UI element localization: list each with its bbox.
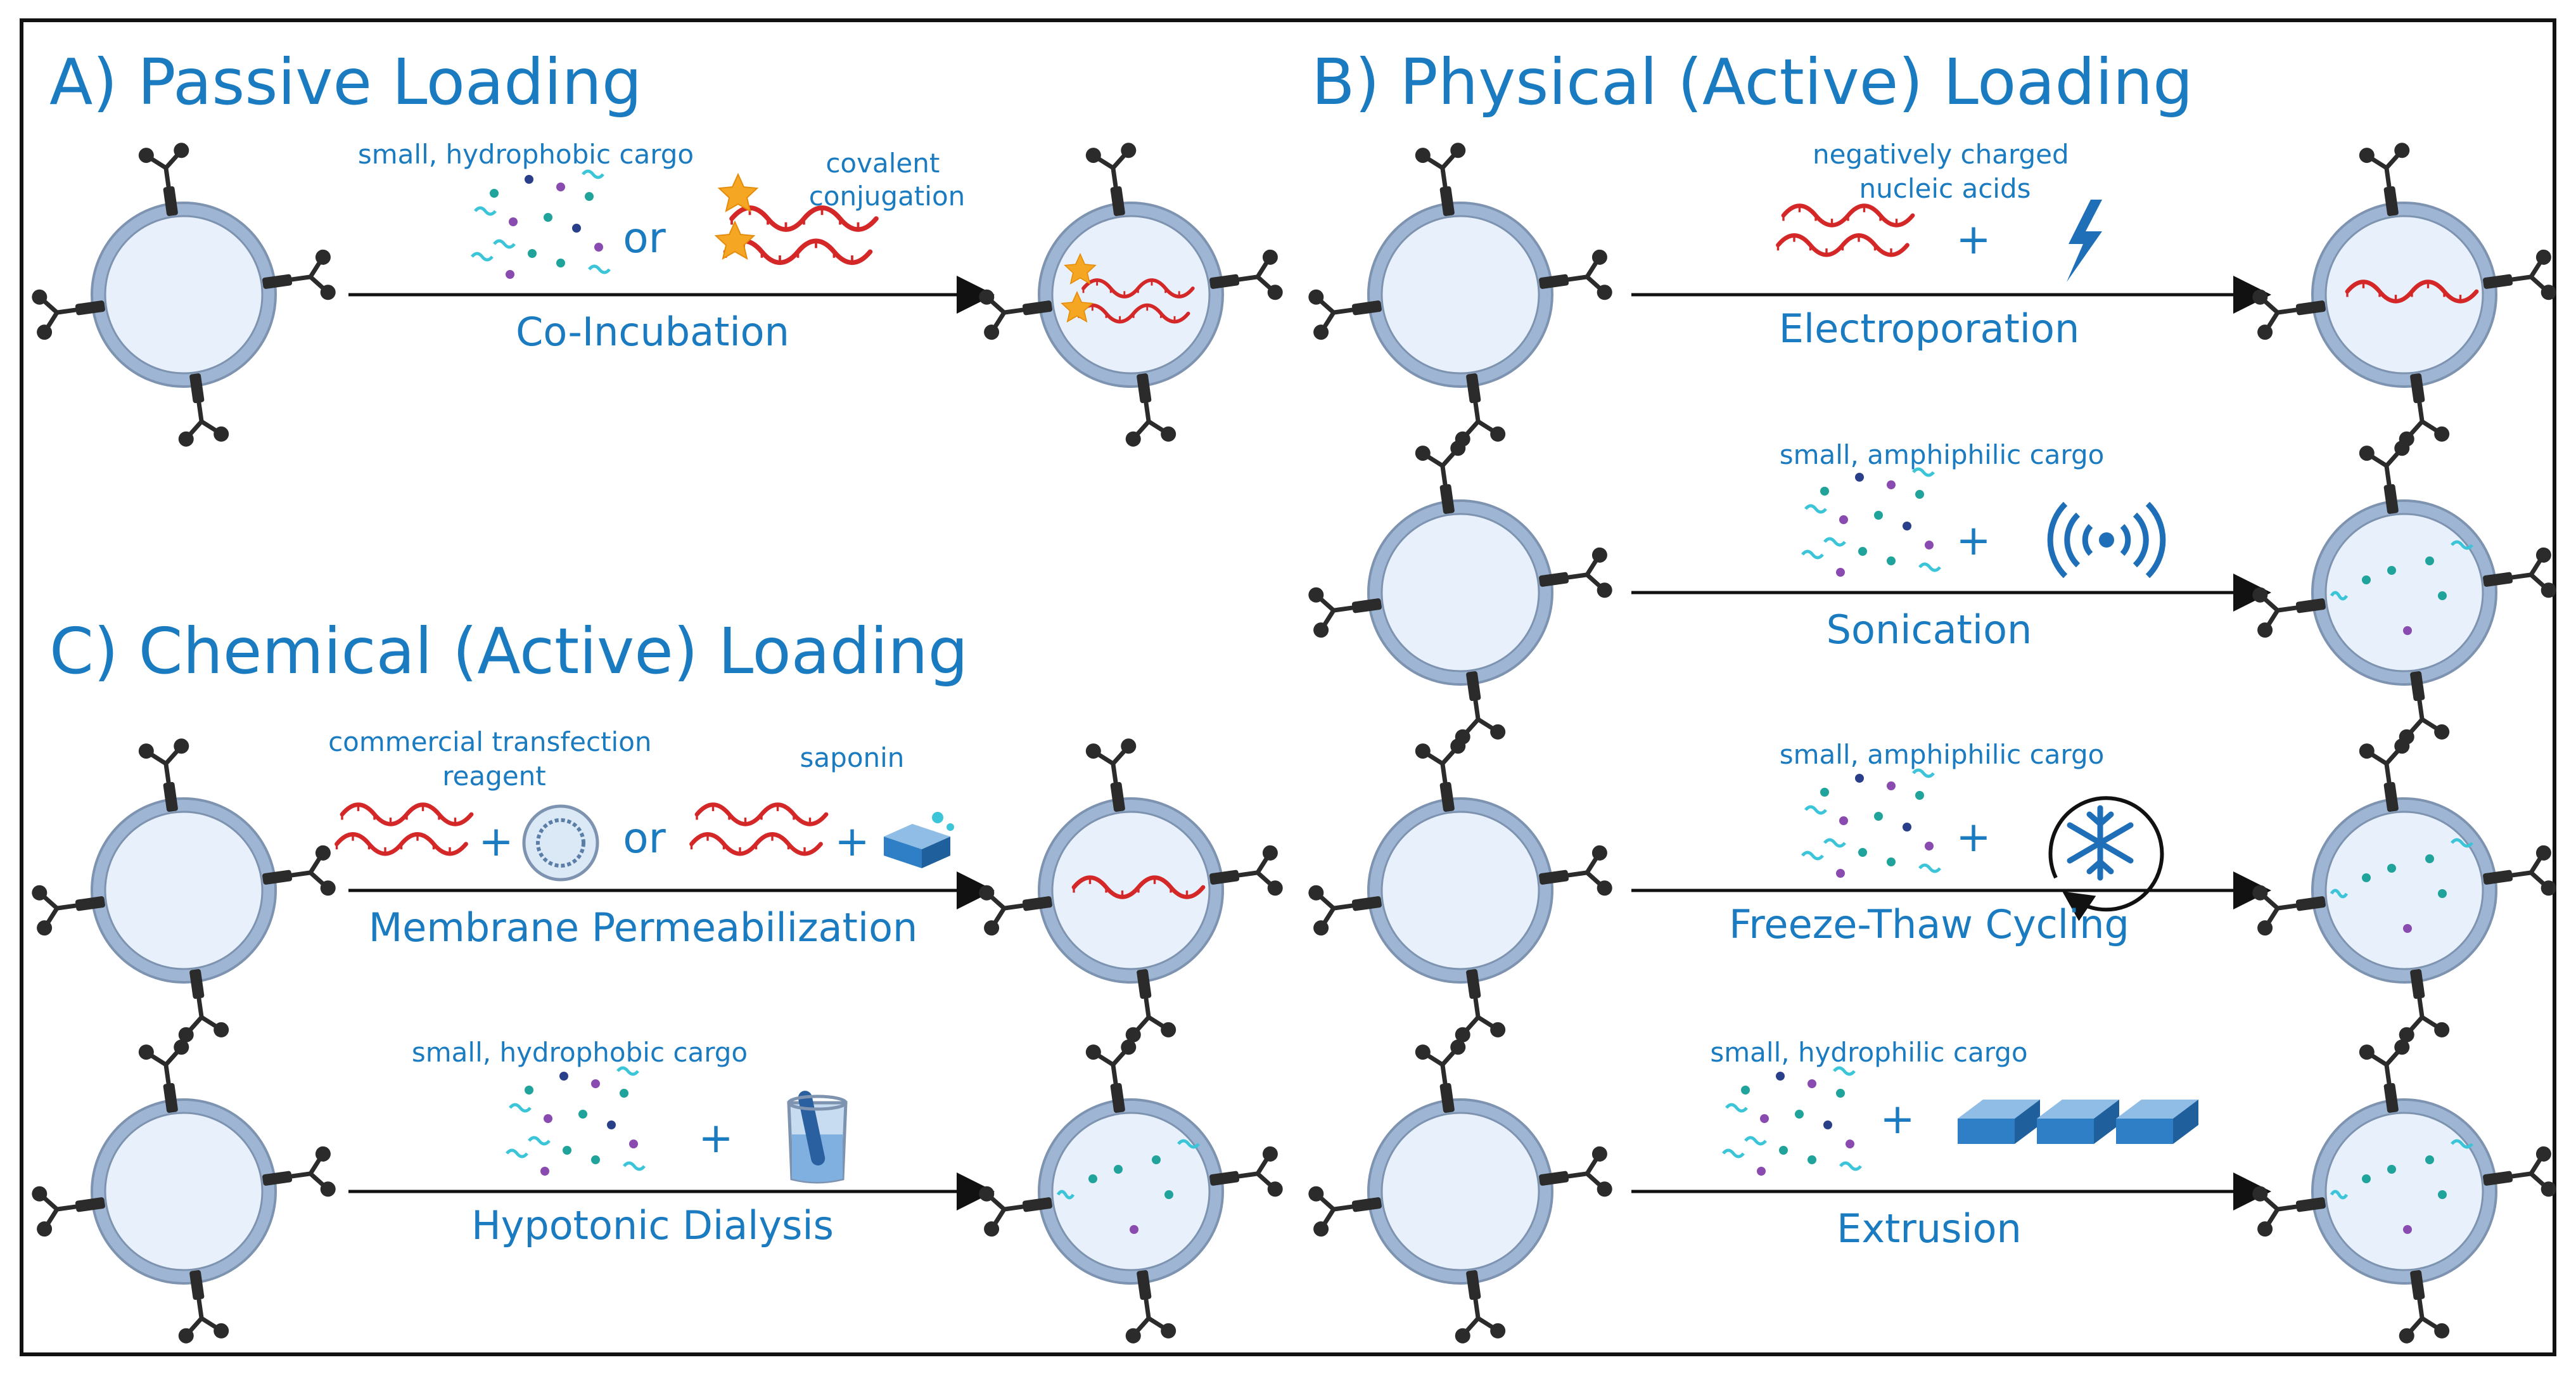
loaded-vesicle xyxy=(2252,738,2558,1044)
joiner-or: or xyxy=(623,214,666,262)
cargo-label-line1: commercial transfection xyxy=(328,726,651,757)
joiner-plus: + xyxy=(478,817,513,866)
hydrophobic-cargo xyxy=(507,1068,644,1176)
amphiphilic-cargo xyxy=(1802,469,1940,577)
cargo-label-line2: reagent xyxy=(442,761,546,792)
saponin-label: saponin xyxy=(800,742,905,773)
section-a-title: A) Passive Loading xyxy=(49,45,642,119)
cargo-label: negatively charged nucleic acids xyxy=(1813,139,2077,204)
cargo-label: small, hydrophobic cargo xyxy=(358,139,694,170)
cargo-label: small, amphiphilic cargo xyxy=(1780,739,2105,770)
covalent-label-line2: conjugation xyxy=(809,181,966,212)
loaded-vesicle xyxy=(2252,142,2558,448)
hydrophilic-cargo xyxy=(1723,1068,1861,1176)
joiner-plus: + xyxy=(1956,215,1991,264)
cargo-label-line2: nucleic acids xyxy=(1859,173,2031,204)
dialysis-beaker-icon xyxy=(787,1091,848,1184)
amphiphilic-cargo xyxy=(1802,770,1940,878)
method-name: Co-Incubation xyxy=(516,309,789,355)
method-electroporation: negatively charged nucleic acids + Elect… xyxy=(1308,139,2558,447)
joiner-or: or xyxy=(623,814,666,863)
loaded-vesicle xyxy=(978,738,1284,1044)
method-name: Hypotonic Dialysis xyxy=(471,1202,834,1249)
joiner-plus: + xyxy=(834,817,869,866)
unloaded-vesicle xyxy=(31,738,337,1044)
method-name: Electroporation xyxy=(1779,305,2080,352)
section-b-title: B) Physical (Active) Loading xyxy=(1311,45,2193,119)
method-name: Extrusion xyxy=(1837,1205,2022,1252)
unloaded-vesicle xyxy=(31,142,337,448)
hydrophobic-cargo xyxy=(472,171,609,279)
section-c-title: C) Chemical (Active) Loading xyxy=(49,614,968,688)
unloaded-vesicle xyxy=(1308,142,1614,448)
loaded-vesicle xyxy=(2252,1039,2558,1345)
joiner-plus: + xyxy=(1880,1095,1915,1143)
star-icon xyxy=(715,221,755,259)
unloaded-vesicle xyxy=(31,1039,337,1345)
method-freeze-thaw: small, amphiphilic cargo + Freeze-Thaw C… xyxy=(1308,738,2558,1044)
cargo-label: small, hydrophilic cargo xyxy=(1710,1037,2027,1068)
method-name: Membrane Permeabilization xyxy=(369,904,918,951)
lightning-icon xyxy=(2067,200,2102,282)
saponin-icon xyxy=(884,812,954,868)
method-co-incubation: small, hydrophobic cargo or covalent con… xyxy=(31,139,1284,447)
membrane-filter-icon xyxy=(1958,1100,2198,1144)
loaded-vesicle xyxy=(978,142,1284,448)
nucleic-acid-cargo xyxy=(692,805,827,854)
joiner-plus: + xyxy=(1956,516,1991,565)
nucleic-acid-cargo xyxy=(337,805,472,854)
unloaded-vesicle xyxy=(1308,738,1614,1044)
cargo-label: small, hydrophobic cargo xyxy=(412,1037,748,1068)
sound-wave-icon xyxy=(2047,501,2166,579)
cargo-label: commercial transfection reagent xyxy=(328,726,660,792)
lipid-nanoparticle-icon xyxy=(522,804,599,882)
covalent-label-line1: covalent xyxy=(826,148,940,179)
method-membrane-permeabilization: commercial transfection reagent + or sap… xyxy=(31,726,1284,1043)
joiner-plus: + xyxy=(1956,812,1991,861)
cargo-label-line1: negatively charged xyxy=(1813,139,2069,170)
method-name: Sonication xyxy=(1827,607,2032,653)
cargo-label: small, amphiphilic cargo xyxy=(1780,439,2105,470)
loaded-vesicle xyxy=(2252,440,2558,746)
method-hypotonic-dialysis: small, hydrophobic cargo + Hypotonic Dia… xyxy=(31,1037,1284,1344)
method-extrusion: small, hydrophilic cargo + Extrusion xyxy=(1308,1037,2558,1344)
snowflake-cycle-icon xyxy=(2048,796,2164,921)
loaded-vesicle xyxy=(978,1039,1284,1345)
joiner-plus: + xyxy=(698,1114,733,1162)
nucleic-acid-cargo xyxy=(1778,206,1913,255)
covalent-conjugation-label: covalent conjugation xyxy=(809,148,966,212)
figure-frame xyxy=(20,18,2556,1356)
method-sonication: small, amphiphilic cargo + Sonication xyxy=(1308,439,2558,745)
unloaded-vesicle xyxy=(1308,440,1614,746)
method-name: Freeze-Thaw Cycling xyxy=(1729,901,2129,947)
unloaded-vesicle xyxy=(1308,1039,1614,1345)
